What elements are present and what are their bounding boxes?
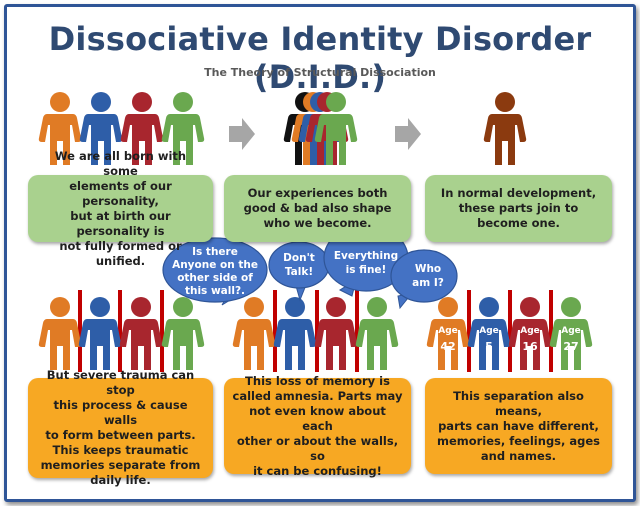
age-label: Age [520, 326, 540, 336]
wall [160, 290, 164, 372]
page-title: Dissociative Identity Disorder (D.I.D.) [48, 20, 592, 96]
people-group-ages: Age 42 Age 5 Age 16 Age 27 [426, 290, 593, 372]
person-red [119, 297, 163, 370]
age-value: 42 [440, 340, 455, 353]
bubble-line: Everything [334, 250, 398, 262]
person-orange [232, 297, 276, 370]
people-group-overlapping [283, 92, 358, 165]
bubble-who-am-i: Who am I? [390, 249, 458, 310]
bubble-anyone: Is there Anyone on the other side of thi… [162, 237, 268, 306]
wall [273, 290, 277, 372]
box-normal: In normal development, these parts join … [425, 175, 612, 242]
box-trauma: But severe trauma can stop this process … [28, 368, 213, 487]
arrow-right-icon [395, 118, 421, 150]
age-label: Age [438, 326, 458, 336]
wall [549, 290, 553, 372]
wall [355, 290, 359, 372]
people-group-walls [38, 290, 205, 372]
person-green [161, 297, 205, 370]
arrow-right-icon [229, 118, 255, 150]
wall [118, 290, 122, 372]
people-group-amnesia [232, 290, 399, 372]
person-blue [78, 297, 122, 370]
person-orange [38, 297, 82, 370]
bubble-line: Talk! [285, 266, 313, 278]
box-experiences: Our experiences both good & bad also sha… [224, 175, 411, 242]
wall [467, 290, 471, 372]
person-red [314, 297, 358, 370]
bubble-line: Don't [283, 252, 315, 264]
bubble-line: Who [415, 263, 441, 275]
wall [508, 290, 512, 372]
wall [78, 290, 82, 372]
person-green [355, 297, 399, 370]
age-label: Age [479, 326, 499, 336]
bubble-line: Is there [192, 246, 238, 258]
age-value: 27 [563, 340, 578, 353]
person-unified [483, 92, 527, 165]
bubble-line: this wall?. [185, 285, 245, 297]
age-value: 16 [522, 340, 538, 353]
box-amnesia: This loss of memory is called amnesia. P… [224, 374, 411, 478]
wall [315, 290, 319, 372]
bubble-line: Anyone on the [172, 259, 258, 271]
bubble-line: am I? [412, 277, 444, 289]
age-label: Age [561, 326, 581, 336]
bubble-line: is fine! [346, 264, 387, 276]
page-subtitle: The Theory of Structural Dissociation [204, 66, 436, 79]
age-value: 5 [485, 340, 493, 353]
person-blue [273, 297, 317, 370]
bubble-line: other side of [177, 272, 253, 284]
bubble-dont-talk: Don't Talk! [268, 241, 330, 302]
box-separation: This separation also means, parts can ha… [425, 378, 612, 474]
